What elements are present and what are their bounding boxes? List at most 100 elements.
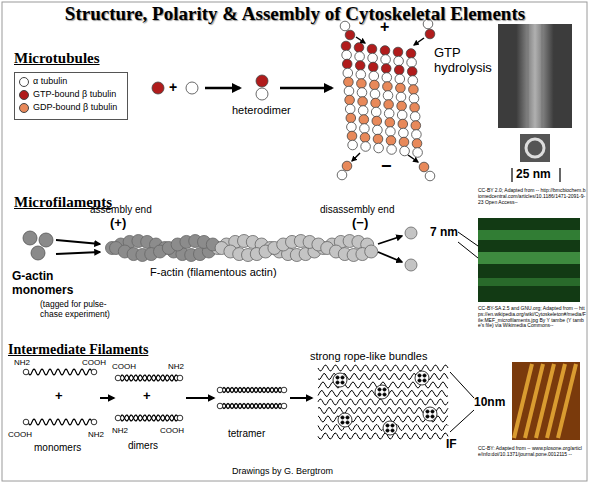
tubulin-subunit: [400, 146, 410, 156]
tubulin-subunit: [356, 70, 366, 80]
figure-title: Structure, Polarity & Assembly of Cytosk…: [0, 3, 590, 25]
tubulin-subunit: [407, 58, 417, 68]
arrow: [205, 87, 240, 90]
end-label: assembly end: [90, 204, 152, 216]
protofilament-dot: [431, 410, 434, 413]
tubulin-subunit: [370, 89, 380, 99]
plus-sign: +: [169, 79, 177, 95]
tubulin-subunit: [370, 80, 380, 90]
protofilament-dot: [383, 393, 386, 396]
tubulin-subunit: [386, 127, 396, 137]
alpha-tubulin: [425, 171, 435, 181]
protofilament-dot: [383, 388, 386, 391]
tetramer-cross-section: [333, 373, 347, 387]
structure-label: F-actin (filamentous actin): [150, 266, 277, 279]
terminus-label: NH2: [112, 426, 128, 435]
micrograph: [478, 218, 580, 302]
tubulin-subunit: [381, 55, 391, 65]
globular-end: [217, 403, 223, 409]
protofilament-dot: [378, 388, 381, 391]
structure-label: IF: [446, 438, 457, 452]
beta-tubulin: [256, 75, 268, 87]
legend-item: GTP-bound β tubulin: [19, 89, 116, 100]
globular-end: [91, 369, 97, 375]
globular-end: [91, 419, 97, 425]
globular-end: [23, 369, 29, 375]
credit-line: Drawings by G. Bergtrom: [232, 466, 333, 476]
beta-tubulin: [345, 30, 355, 40]
credit-note: CC-BY: Adapted from -- www.plosone.org/a…: [478, 446, 582, 458]
alpha-tubulin: [186, 82, 198, 94]
tubulin-subunit: [355, 61, 365, 71]
g-actin: [23, 231, 37, 245]
protofilament-dot: [346, 421, 349, 424]
if-dimer-strand: [120, 375, 178, 381]
polarity-sign: +: [380, 18, 389, 36]
tubulin-subunit: [381, 64, 391, 74]
terminus-label: COOH: [160, 426, 184, 435]
tubulin-subunit: [357, 88, 367, 98]
globular-end: [281, 403, 287, 409]
scale-tick: [511, 168, 512, 182]
plus-sign: +: [143, 389, 151, 404]
section-heading: Microtubules: [14, 50, 100, 67]
protofilament-dot: [418, 379, 421, 382]
tubulin-subunit: [385, 118, 395, 128]
scale-label: 10nm: [474, 396, 505, 410]
if-bundle-strand: [318, 365, 448, 371]
structure-label: monomers: [34, 442, 81, 454]
arrow: [414, 38, 424, 45]
tubulin-subunit: [368, 62, 378, 72]
tubulin-subunit: [359, 115, 369, 125]
legend-text: GTP-bound β tubulin: [33, 89, 116, 99]
tubulin-subunit: [367, 44, 377, 54]
alpha-tubulin: [337, 170, 347, 180]
filament-band: [478, 278, 580, 286]
leader-line: [450, 372, 474, 398]
structure-label: G-actin monomers: [12, 270, 74, 298]
polarity-sign: −: [381, 156, 392, 177]
if-dimer-strand: [120, 375, 178, 381]
terminus-label: COOH: [82, 358, 106, 367]
tubulin-subunit: [382, 73, 392, 83]
if-dimer-strand: [120, 415, 178, 421]
tubulin-subunit: [410, 103, 420, 113]
if-monomer: [28, 369, 92, 375]
arrow: [378, 236, 402, 244]
arrow: [378, 252, 402, 262]
tubulin-subunit: [342, 59, 352, 69]
globular-end: [177, 415, 183, 421]
section-heading: Intermediate Filaments: [8, 342, 148, 358]
tubulin-subunit: [373, 125, 383, 135]
note: (tagged for pulse-chase experiment): [40, 300, 114, 320]
protofilament-dot: [426, 415, 429, 418]
structure-label: strong rope-like bundles: [310, 350, 427, 363]
end-label: disassembly end: [320, 204, 394, 216]
credit-note: CC-BY-SA 2.5 and GNU.org; Adapted from -…: [478, 306, 586, 329]
tubulin-subunit: [394, 65, 404, 75]
g-actin: [405, 227, 417, 239]
tubulin-subunit: [343, 68, 353, 78]
tubulin-subunit: [358, 97, 368, 107]
arrow: [56, 252, 100, 254]
tubulin-subunit: [345, 104, 355, 114]
tubulin-subunit: [397, 101, 407, 111]
tubulin-subunit: [411, 121, 421, 131]
arrow: [290, 397, 312, 399]
tubulin-subunit: [371, 107, 381, 117]
tetramer-cross-section: [375, 385, 389, 399]
beta-tubulin: [419, 162, 429, 172]
protofilament-dot: [336, 381, 339, 384]
tubulin-subunit: [393, 47, 403, 57]
tubulin-subunit: [399, 137, 409, 147]
protofilament-dot: [391, 429, 394, 432]
structure-label: dimers: [128, 440, 158, 452]
tubulin-subunit: [384, 100, 394, 110]
tubulin-subunit: [347, 122, 357, 132]
tubulin-subunit: [344, 77, 354, 87]
legend-item: α tubulin: [19, 76, 67, 87]
protofilament-dot: [386, 424, 389, 427]
polarity-sign: (+): [110, 216, 126, 231]
globular-end: [281, 387, 287, 393]
